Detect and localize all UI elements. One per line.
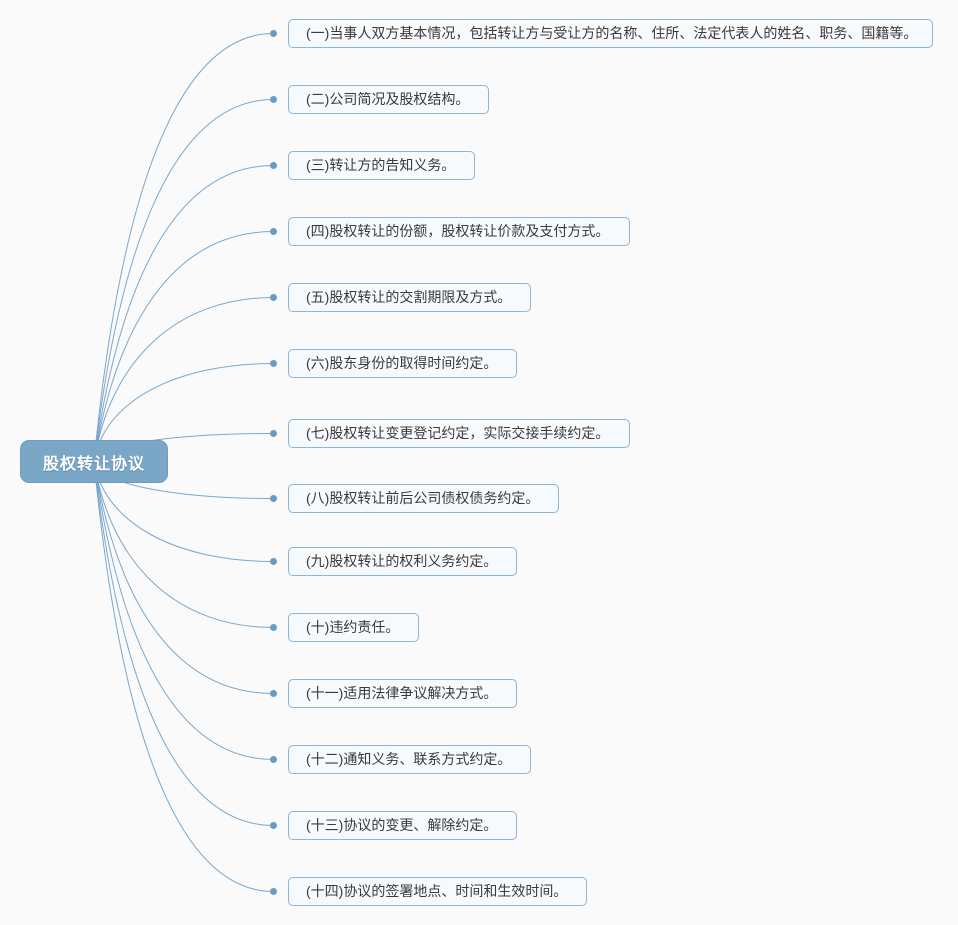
topic-node[interactable]: (七)股权转让变更登记约定，实际交接手续约定。: [288, 419, 630, 448]
branch-edge: [93, 461, 274, 694]
branch-dot: [270, 96, 277, 103]
topic-node-label: (二)公司简况及股权结构。: [306, 91, 470, 107]
topic-node-label: (十三)协议的变更、解除约定。: [306, 817, 498, 833]
topic-node[interactable]: (九)股权转让的权利义务约定。: [288, 547, 517, 576]
branch-dot: [270, 495, 277, 502]
branch-edge: [93, 461, 274, 892]
topic-node-label: (十二)通知义务、联系方式约定。: [306, 751, 512, 767]
branch-edge: [93, 297, 274, 462]
topic-node-label: (四)股权转让的份额，股权转让价款及支付方式。: [306, 223, 610, 239]
branch-dot: [270, 228, 277, 235]
topic-node[interactable]: (十)违约责任。: [288, 613, 419, 642]
topic-node[interactable]: (五)股权转让的交割期限及方式。: [288, 283, 531, 312]
topic-node[interactable]: (二)公司简况及股权结构。: [288, 85, 489, 114]
topic-node-label: (三)转让方的告知义务。: [306, 157, 456, 173]
topic-node[interactable]: (十三)协议的变更、解除约定。: [288, 811, 517, 840]
topic-node[interactable]: (十二)通知义务、联系方式约定。: [288, 745, 531, 774]
topic-node[interactable]: (六)股东身份的取得时间约定。: [288, 349, 517, 378]
branch-dot: [270, 360, 277, 367]
branch-dot: [270, 162, 277, 169]
branch-edge: [93, 165, 274, 462]
branch-dot: [270, 30, 277, 37]
topic-node-label: (十)违约责任。: [306, 619, 400, 635]
topic-node[interactable]: (一)当事人双方基本情况，包括转让方与受让方的名称、住所、法定代表人的姓名、职务…: [288, 19, 933, 48]
topic-node[interactable]: (八)股权转让前后公司债权债务约定。: [288, 484, 559, 513]
branch-dot: [270, 430, 277, 437]
branch-dot: [270, 558, 277, 565]
topic-node-label: (七)股权转让变更登记约定，实际交接手续约定。: [306, 425, 610, 441]
branch-edge: [93, 461, 274, 628]
topic-node-label: (九)股权转让的权利义务约定。: [306, 553, 498, 569]
branch-dot: [270, 624, 277, 631]
branch-dot: [270, 690, 277, 697]
branch-edge: [93, 99, 274, 462]
branch-dot: [270, 756, 277, 763]
topic-node-label: (十一)适用法律争议解决方式。: [306, 685, 498, 701]
root-node-label: 股权转让协议: [42, 455, 145, 473]
branch-edge: [93, 33, 274, 462]
topic-node-label: (八)股权转让前后公司债权债务约定。: [306, 490, 540, 506]
topic-node[interactable]: (四)股权转让的份额，股权转让价款及支付方式。: [288, 217, 630, 246]
branch-edge: [93, 461, 274, 760]
topic-node-label: (五)股权转让的交割期限及方式。: [306, 289, 512, 305]
branch-dot: [270, 822, 277, 829]
branch-edge: [93, 461, 274, 826]
topic-node-label: (一)当事人双方基本情况，包括转让方与受让方的名称、住所、法定代表人的姓名、职务…: [306, 25, 918, 41]
branch-edge: [93, 231, 274, 462]
branch-dot: [270, 294, 277, 301]
topic-node[interactable]: (三)转让方的告知义务。: [288, 151, 475, 180]
topic-node[interactable]: (十一)适用法律争议解决方式。: [288, 679, 517, 708]
topic-node-label: (六)股东身份的取得时间约定。: [306, 355, 498, 371]
root-node[interactable]: 股权转让协议: [20, 440, 168, 483]
topic-node[interactable]: (十四)协议的签署地点、时间和生效时间。: [288, 877, 587, 906]
topic-node-label: (十四)协议的签署地点、时间和生效时间。: [306, 883, 568, 899]
branch-dot: [270, 888, 277, 895]
